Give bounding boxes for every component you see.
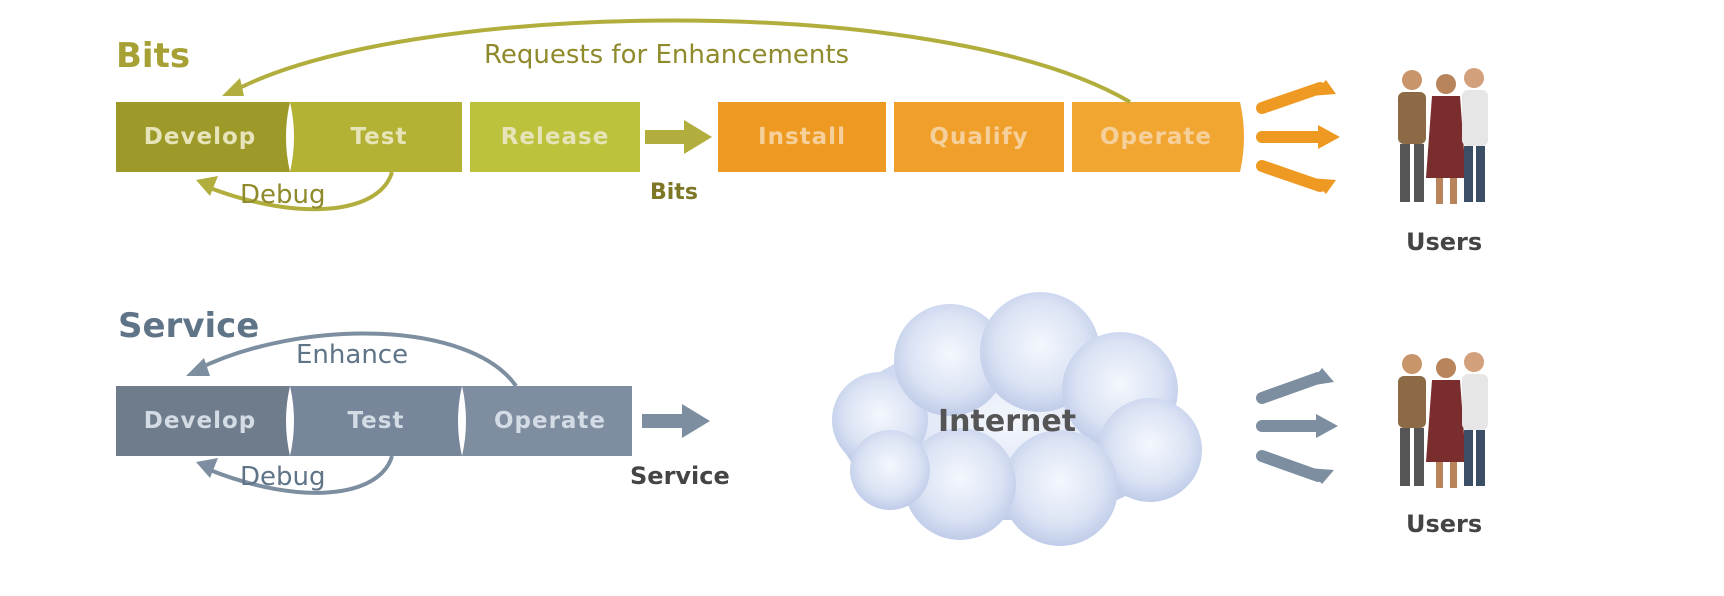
- bits-stage-test-block: [290, 102, 462, 172]
- bits-stage-install: Install: [758, 124, 846, 150]
- bits-stage-develop-block: [116, 102, 290, 172]
- bits-debug-arrowhead-icon: [196, 176, 218, 196]
- service-stage-bar: [116, 386, 632, 456]
- bits-title: Bits: [116, 36, 191, 76]
- bits-stage-develop: Develop: [143, 124, 257, 150]
- bits-debug-loop-arrow: [209, 171, 394, 212]
- bits-stage-test: Test: [350, 124, 408, 150]
- service-stage-test: Test: [347, 408, 405, 434]
- bits-stage-operate: Operate: [1099, 124, 1213, 150]
- users-group-icon: [1398, 352, 1488, 488]
- service-stage-operate-block: [462, 386, 632, 456]
- service-debug-loop-arrow: [209, 455, 394, 495]
- service-stage-operate: Operate: [493, 408, 607, 434]
- service-distribution-arrows: [1256, 368, 1338, 484]
- bits-debug-label: Debug: [240, 180, 326, 210]
- bits-stage-release: Release: [500, 124, 610, 150]
- bits-users-label: Users: [1406, 228, 1483, 256]
- enhance-loop-arrow: [195, 331, 518, 388]
- service-debug-arrowhead-icon: [196, 458, 218, 478]
- bits-distribution-arrows: [1256, 80, 1340, 194]
- bits-stage-qualify: Qualify: [929, 124, 1029, 150]
- bits-stage-bar: [116, 102, 1244, 172]
- service-handoff-arrow-icon: [642, 404, 710, 438]
- cloud-icon: [832, 292, 1202, 546]
- internet-label: Internet: [938, 404, 1077, 439]
- enhancement-requests-arrow: [231, 18, 1132, 104]
- bits-stage-qualify-block: [894, 102, 1064, 172]
- enhance-arrowhead-icon: [186, 358, 210, 376]
- bits-stage-operate-block: [1072, 102, 1244, 172]
- bits-handoff-arrow-icon: [645, 120, 712, 154]
- service-output-label: Service: [630, 462, 730, 490]
- service-debug-label: Debug: [240, 462, 326, 492]
- enhancement-requests-arrowhead-icon: [222, 78, 244, 96]
- users-group-icon: [1398, 68, 1488, 204]
- service-users-label: Users: [1406, 510, 1483, 538]
- service-title: Service: [118, 306, 260, 346]
- service-stage-develop: Develop: [143, 408, 257, 434]
- bits-stage-release-block: [470, 102, 640, 172]
- service-stage-test-block: [290, 386, 462, 456]
- bits-output-label: Bits: [650, 180, 698, 205]
- enhance-label: Enhance: [296, 340, 409, 370]
- bits-stage-install-block: [718, 102, 886, 172]
- service-stage-develop-block: [116, 386, 290, 456]
- requests-for-enhancements-label: Requests for Enhancements: [484, 40, 850, 70]
